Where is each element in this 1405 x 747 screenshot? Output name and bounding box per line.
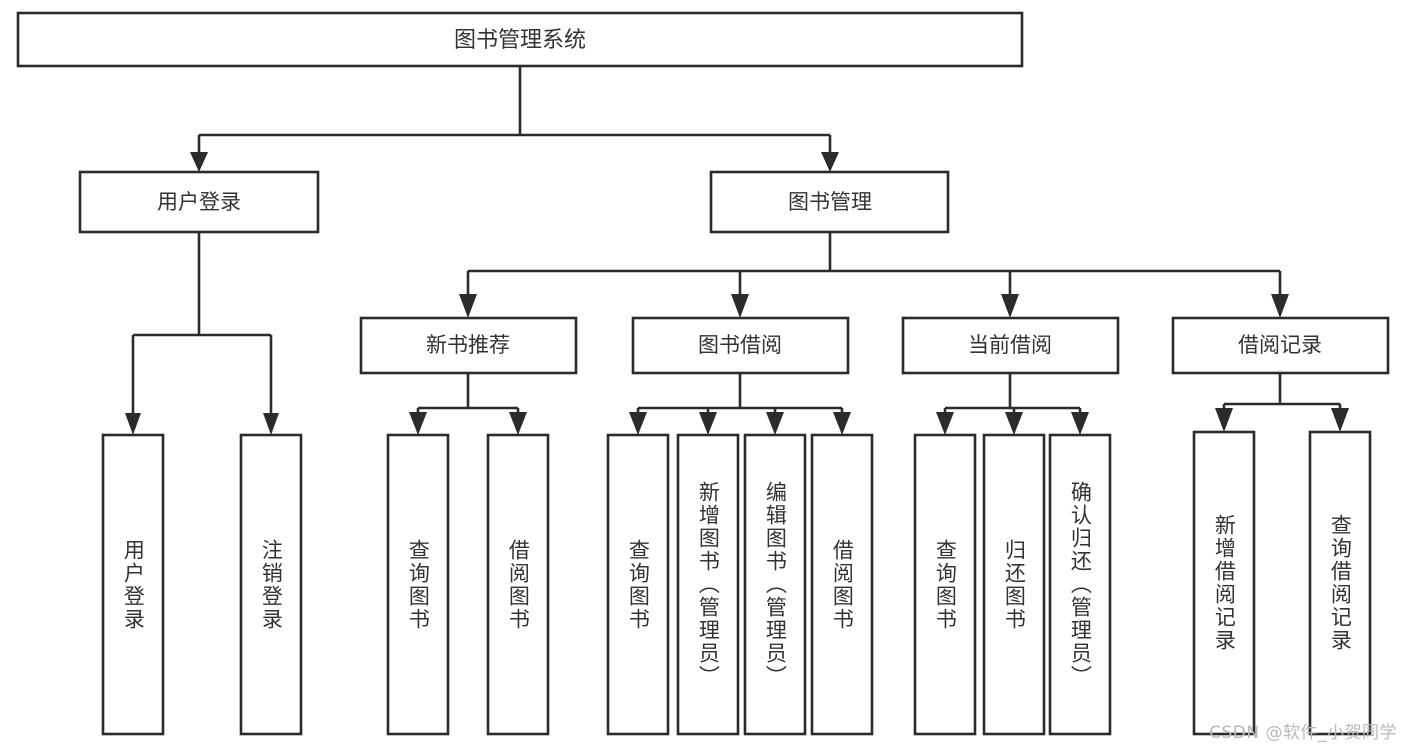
node-new-book-recommend-box[interactable]: [359, 316, 578, 375]
arrowhead-leaf-query-book-2: [629, 412, 647, 435]
node-book-borrow-box[interactable]: [631, 316, 850, 375]
node-current-borrow-box[interactable]: [901, 316, 1120, 375]
node-new-book-recommend[interactable]: 新书推荐: [359, 316, 578, 375]
connector-group-current-borrow: [936, 373, 1089, 435]
node-borrow-record-label: 借阅记录: [1238, 333, 1322, 357]
arrowhead-leaf-return-book: [1005, 412, 1023, 435]
node-book-management-box[interactable]: [709, 170, 950, 234]
node-current-borrow[interactable]: 当前借阅: [901, 316, 1120, 375]
node-user-login-label: 用户登录: [157, 190, 241, 214]
arrowhead-current-borrow: [1001, 294, 1019, 318]
node-user-login[interactable]: 用户登录: [78, 170, 320, 234]
node-borrow-record-box[interactable]: [1171, 316, 1390, 375]
connector-group-new-book-recommend: [409, 373, 527, 435]
leaf-box-add-book[interactable]: [676, 433, 740, 736]
leaf-box-query-book-3[interactable]: [913, 433, 977, 736]
node-root[interactable]: 图书管理系统: [16, 11, 1024, 68]
arrowhead-book-borrow: [731, 294, 749, 318]
arrowhead-leaf-query-book-3: [936, 412, 954, 435]
arrowhead-leaf-edit-book: [766, 412, 784, 435]
leaf-box-query-record[interactable]: [1308, 430, 1372, 736]
node-book-management-label: 图书管理: [788, 190, 872, 214]
arrowhead-leaf-query-book-1: [409, 412, 427, 435]
leaf-box-confirm-return[interactable]: [1048, 433, 1112, 736]
arrowhead-leaf-user-login: [125, 413, 141, 435]
arrowhead-new-book-recommend: [459, 294, 477, 318]
connector-group-borrow-record: [1215, 373, 1349, 432]
arrowhead-leaf-add-record: [1215, 408, 1233, 432]
arrowhead-leaf-logout: [263, 413, 279, 435]
arrowhead-leaf-borrow-book-1: [509, 412, 527, 435]
arrowhead-leaf-borrow-book-2: [833, 412, 851, 435]
arrowhead-leaf-query-record: [1331, 408, 1349, 432]
arrowhead-leaf-confirm-return: [1071, 412, 1089, 435]
leaf-box-return-book[interactable]: [982, 433, 1046, 736]
node-book-borrow[interactable]: 图书借阅: [631, 316, 850, 375]
node-book-management[interactable]: 图书管理: [709, 170, 950, 234]
arrowhead-user-login: [190, 152, 208, 172]
leaf-box-logout[interactable]: [239, 433, 303, 736]
leaf-box-query-book-2[interactable]: [606, 433, 670, 736]
connector-group-book-management: [459, 232, 1289, 318]
connector-group-root: [190, 66, 839, 172]
leaf-box-borrow-book-2[interactable]: [810, 433, 874, 736]
node-current-borrow-label: 当前借阅: [968, 333, 1052, 357]
leaf-box-user-login[interactable]: [101, 433, 165, 736]
node-new-book-recommend-label: 新书推荐: [426, 333, 510, 357]
leaf-box-add-record[interactable]: [1192, 430, 1256, 736]
node-root-box[interactable]: [16, 11, 1024, 68]
arrowhead-borrow-record: [1271, 294, 1289, 318]
arrowhead-book-management: [821, 152, 839, 172]
node-root-label: 图书管理系统: [454, 28, 586, 53]
leaf-box-edit-book[interactable]: [743, 433, 807, 736]
leaf-box-query-book-1[interactable]: [386, 433, 450, 736]
connector-group-user-login: [125, 232, 279, 435]
leaf-box-borrow-book-1[interactable]: [486, 433, 550, 736]
node-book-borrow-label: 图书借阅: [698, 333, 782, 357]
node-user-login-box[interactable]: [78, 170, 320, 234]
node-borrow-record[interactable]: 借阅记录: [1171, 316, 1390, 375]
arrowhead-leaf-add-book: [699, 412, 717, 435]
connector-group-book-borrow: [629, 373, 851, 435]
csdn-watermark: CSDN @软件_小贺同学: [1209, 723, 1397, 743]
